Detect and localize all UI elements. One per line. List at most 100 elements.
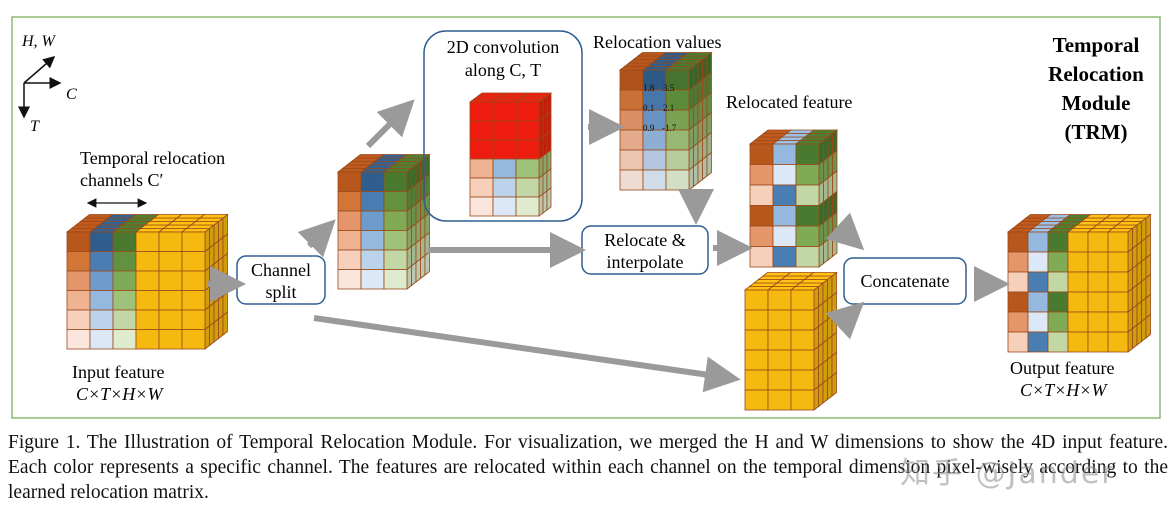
cube-cell [818,242,824,268]
cube-cell [1132,244,1138,270]
cube-cell [391,161,422,166]
cube-cell [1141,297,1147,323]
relocation-values-label: Relocation values [593,32,721,52]
cube-cell [66,290,91,311]
cube-cell [135,231,160,252]
cube-cell [832,211,838,237]
cube-cell [198,214,229,219]
cube-cell [1127,287,1133,313]
cube-cell [360,230,385,251]
cube-cell [772,143,797,165]
cube-cell [706,51,712,77]
conv-feature-cube [468,92,553,217]
figure-caption: Figure 1. The Illustration of Temporal R… [8,432,1168,503]
cube-cell [827,194,833,220]
cube-cell [1027,291,1049,313]
cube-cell [1007,331,1029,353]
svg-text:along C, T: along C, T [465,60,541,80]
cube-cell [744,389,769,411]
cube-cell [158,270,183,291]
cube-cell [619,149,644,171]
flow-arrow [313,315,741,393]
cube-cell [795,143,820,165]
cube-cell [1145,233,1151,259]
cube-cell [411,261,417,287]
cube-cell [827,295,833,321]
cube-cell [1087,231,1109,253]
cube-cell [818,382,824,408]
cube-cell [492,158,517,179]
cube-cell [383,171,408,192]
cube-cell [702,95,708,121]
cube-cell [688,165,694,191]
cube-cell [665,169,690,191]
cube-cell [546,111,552,135]
cube-cell [794,282,825,287]
cube-cell [360,210,385,231]
cube-cell [1115,221,1143,226]
cube-cell [1087,271,1109,293]
cube-cell [798,279,829,284]
cube-cell [678,55,709,60]
title-line: Relocation [1048,62,1144,86]
cube-cell [619,169,644,191]
cube-cell [831,331,837,357]
cube-cell [813,325,819,351]
cube-cell [1027,331,1049,353]
cube-cell [1132,304,1138,330]
cube-cell [813,305,819,331]
cube-cell [204,325,210,350]
cube-cell [706,111,712,137]
conv2d-box: 2D convolution along C, T [423,30,583,222]
cube-cell [807,272,838,277]
relocate-interpolate-box: Relocate & interpolate [581,225,709,275]
cube-cell [135,290,160,311]
cube-cell [827,214,833,241]
cube-cell [66,231,91,252]
relocation-value: 1.8 [643,83,655,93]
cube-cell [832,190,838,217]
cube-cell [744,369,769,391]
cube-cell [400,154,431,159]
cube-cell [1145,273,1151,299]
relocation-values-cube [618,51,713,191]
cube-cell [1067,291,1089,313]
cube-cell [767,289,792,311]
cube-cell [832,170,838,196]
cube-cell [546,149,552,173]
cube-cell [818,322,824,348]
cube-cell [688,105,694,131]
split-feature-cube [336,153,431,290]
cube-cell [1067,271,1089,293]
cube-cell [218,314,224,340]
cube-cell [818,160,824,186]
cube-cell [1127,307,1133,333]
cube-cell [406,265,412,290]
cube-cell [1087,311,1109,333]
cube-cell [542,190,548,214]
cube-cell [1087,291,1109,313]
axis-t-label: T [30,118,40,135]
cube-cell [1111,224,1139,229]
flow-arrow [825,212,865,251]
cube-cell [693,82,699,108]
cube-cell [767,349,792,371]
cube-cell [822,378,828,404]
cube-cell [515,101,540,122]
cube-cell [682,52,713,57]
cube-cell [1127,247,1133,273]
cube-cell [542,171,548,195]
relocation-value: 2.1 [663,103,674,113]
cube-cell [744,329,769,351]
cube-cell [790,329,815,351]
cube-cell [1007,311,1029,333]
trm-diagram: H, W C T Temporal Relocation Module (TRM… [11,16,1161,419]
cube-cell [469,139,494,160]
cube-cell [688,85,694,111]
cube-cell [112,231,137,252]
cube-cell [693,122,699,148]
relocation-value: 0.1 [643,103,654,113]
cube-cell [749,225,774,247]
cube-cell [189,221,220,226]
cube-cell [803,133,834,138]
